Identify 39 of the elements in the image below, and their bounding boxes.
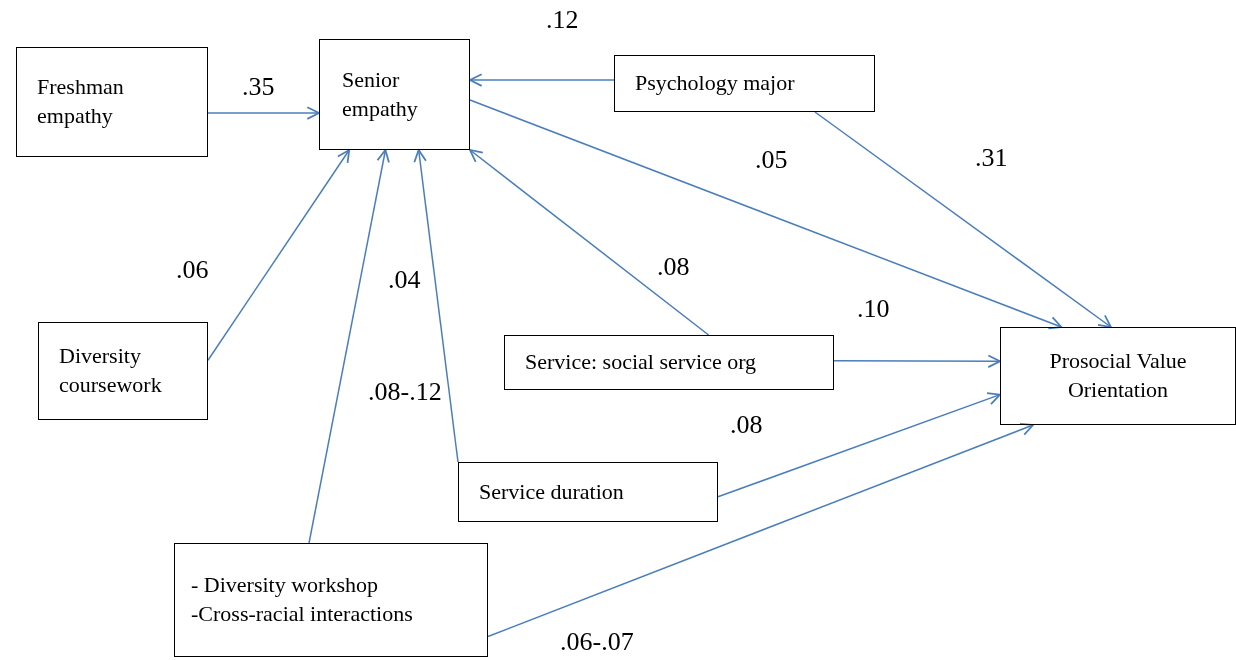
arrow: [833, 354, 1001, 368]
variable-box: [614, 55, 875, 112]
variable-label: Prosocial Value Orientation: [1048, 347, 1188, 404]
path-coefficient: .05: [755, 145, 788, 175]
path-coefficient: .08: [730, 410, 763, 440]
variable-box: [1000, 327, 1236, 425]
path-coefficient: .08-.12: [368, 377, 442, 407]
path-coefficient: .10: [857, 294, 890, 324]
variable-label: Service duration: [479, 477, 625, 506]
path-coefficient: .06-.07: [560, 627, 634, 657]
arrow: [469, 73, 615, 87]
path-coefficient: .35: [242, 72, 275, 102]
arrow: [814, 111, 1112, 328]
arrow: [487, 422, 1034, 638]
arrow: [413, 149, 459, 463]
variable-label: Senior empathy: [342, 65, 419, 123]
path-coefficient: .04: [388, 265, 421, 295]
variable-box: [504, 335, 834, 390]
path-coefficient: .08: [657, 252, 690, 282]
variable-label: Diversity coursework: [59, 342, 163, 399]
arrow: [469, 149, 710, 336]
arrow: [717, 392, 1001, 498]
variable-box: [16, 47, 208, 157]
path-coefficient: .12: [546, 5, 579, 35]
variable-label: - Diversity workshop: [191, 571, 379, 600]
variable-box: [319, 39, 470, 150]
variable-label: Freshman empathy: [37, 73, 125, 130]
variable-box: [38, 322, 208, 420]
variable-label: Psychology major: [635, 69, 796, 98]
arrow: [207, 149, 351, 361]
path-coefficient: .06: [176, 255, 209, 285]
path-coefficient: .31: [975, 143, 1008, 173]
arrow: [308, 149, 390, 544]
arrow: [207, 106, 320, 120]
variable-label: -Cross-racial interactions: [191, 600, 414, 628]
variable-box: [458, 462, 718, 522]
arrow: [469, 99, 1063, 330]
variable-label: Service: social service org: [525, 348, 758, 377]
variable-box: [174, 543, 488, 657]
